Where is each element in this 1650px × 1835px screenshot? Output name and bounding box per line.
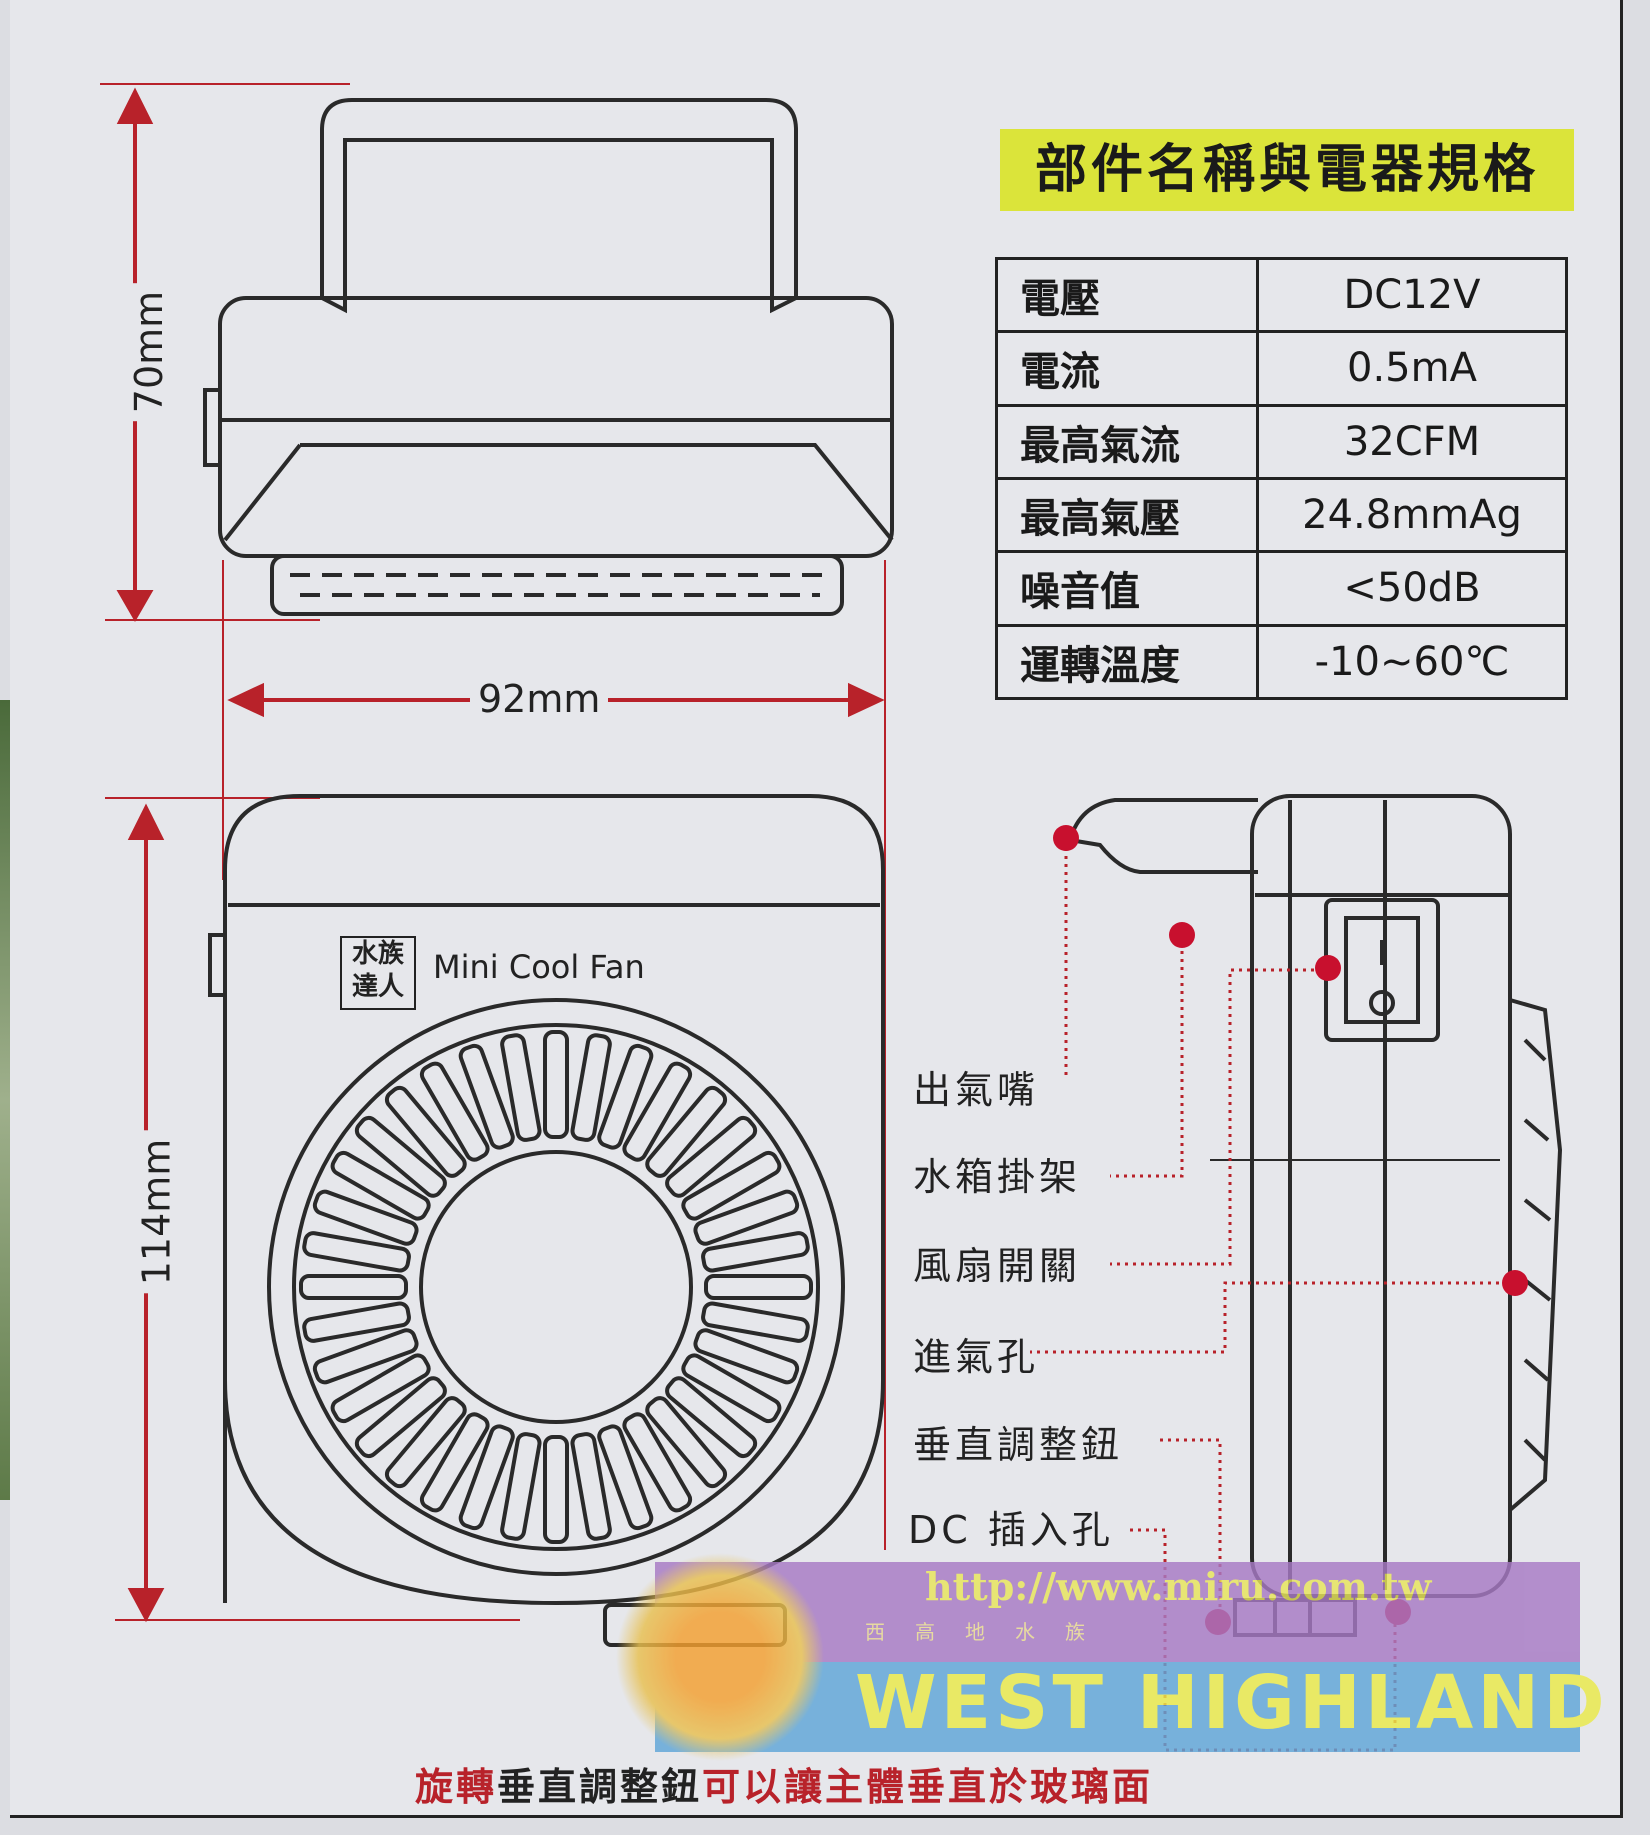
spec-label: 最高氣流 xyxy=(995,403,1259,480)
product-name: Mini Cool Fan xyxy=(433,948,645,986)
fan-blade xyxy=(354,1376,447,1459)
fan-blade xyxy=(330,1150,431,1221)
part-label-dc-port: DC 插入孔 xyxy=(908,1508,1114,1552)
footer-red-1: 旋轉 xyxy=(415,1765,498,1809)
fan-blade xyxy=(701,1301,810,1343)
fan-blade xyxy=(704,1274,813,1300)
side-intake-grille xyxy=(1508,998,1563,1512)
spec-title: 部件名稱與電器規格 xyxy=(1000,129,1574,211)
watermark-name: WEST HIGHLAND xyxy=(855,1660,1609,1746)
dim-width: 92mm xyxy=(470,677,609,721)
spec-label: 電流 xyxy=(995,330,1259,407)
side-view xyxy=(1067,794,1563,1637)
fan-blade xyxy=(645,1085,728,1178)
fan-blade xyxy=(500,1432,542,1541)
fan-blade xyxy=(354,1115,447,1198)
front-body xyxy=(223,794,885,1606)
fan-blade xyxy=(458,1424,515,1531)
footer-red-2: 可以讓主體垂直於玻璃面 xyxy=(702,1765,1154,1809)
fan-blade xyxy=(597,1424,654,1531)
dimension-lines xyxy=(100,83,886,1623)
fan-blade xyxy=(570,1033,612,1142)
part-label-fan-switch: 風扇開關 xyxy=(913,1244,1082,1288)
fan-blade xyxy=(384,1085,467,1178)
spec-value: <50dB xyxy=(1256,550,1568,627)
fan-blade xyxy=(645,1396,728,1489)
fan-blades xyxy=(299,1030,813,1544)
fan-blade xyxy=(312,1328,419,1385)
fan-blade xyxy=(681,1353,782,1424)
fan-blade xyxy=(597,1043,654,1150)
footer-caption: 旋轉垂直調整鈕可以讓主體垂直於玻璃面 xyxy=(415,1765,1153,1809)
fan-blade xyxy=(500,1033,542,1142)
fan-hub xyxy=(419,1150,693,1424)
spec-value: 0.5mA xyxy=(1256,330,1568,407)
watermark: http://www.miru.com.tw 西高地水族 WEST HIGHLA… xyxy=(615,1552,1605,1762)
fan-blade xyxy=(543,1435,569,1544)
footer-black: 垂直調整鈕 xyxy=(497,1765,703,1809)
fan-blade xyxy=(693,1189,800,1246)
fan-blade xyxy=(302,1301,411,1343)
table-row: 噪音值<50dB xyxy=(995,550,1568,627)
part-label-vertical-knob: 垂直調整鈕 xyxy=(913,1423,1124,1467)
top-grille xyxy=(270,554,844,616)
fan-blade xyxy=(665,1115,758,1198)
handle-outline xyxy=(320,98,798,298)
spec-value: -10~60℃ xyxy=(1256,623,1568,701)
fan-blade xyxy=(299,1274,408,1300)
clownfish-logo-icon xyxy=(615,1552,825,1762)
air-nozzle xyxy=(1067,798,1258,874)
spec-value: 32CFM xyxy=(1256,403,1568,480)
spec-label: 最高氣壓 xyxy=(995,476,1259,554)
dim-height-front: 114mm xyxy=(134,1130,179,1294)
fan-blade xyxy=(302,1231,411,1273)
fan-blade xyxy=(570,1432,612,1541)
spec-label: 運轉溫度 xyxy=(995,623,1259,701)
fan-switch xyxy=(1324,898,1440,1042)
spec-value: 24.8mmAg xyxy=(1256,476,1568,554)
top-body xyxy=(218,296,894,558)
fan-outer-ring xyxy=(267,998,845,1576)
spec-label: 噪音值 xyxy=(995,550,1259,627)
table-row: 運轉溫度-10~60℃ xyxy=(995,623,1568,701)
fan-blade xyxy=(693,1328,800,1385)
part-label-tank-hanger: 水箱掛架 xyxy=(913,1155,1082,1199)
part-label-nozzle: 出氣嘴 xyxy=(913,1068,1040,1112)
fan-blade xyxy=(312,1189,419,1246)
fan-blade xyxy=(419,1412,490,1513)
fan-blade xyxy=(543,1030,569,1139)
fan-blade xyxy=(622,1412,693,1513)
watermark-subtitle: 西高地水族 xyxy=(865,1620,1115,1644)
fan-blade xyxy=(419,1061,490,1162)
brand-logo: 水族達人 xyxy=(340,936,416,1010)
dim-height-top: 70mm xyxy=(127,282,172,422)
fan-blade xyxy=(665,1376,758,1459)
fan-blade xyxy=(681,1150,782,1221)
fan-blade xyxy=(458,1043,515,1150)
fan-blade xyxy=(384,1396,467,1489)
spec-value: DC12V xyxy=(1256,256,1568,334)
fan-blade xyxy=(330,1353,431,1424)
fan-blade xyxy=(622,1061,693,1162)
front-view xyxy=(208,794,885,1647)
spec-label: 電壓 xyxy=(995,256,1259,334)
part-label-air-intake: 進氣孔 xyxy=(913,1335,1040,1379)
top-view xyxy=(203,98,894,616)
watermark-url: http://www.miru.com.tw xyxy=(925,1564,1432,1609)
fan-blade xyxy=(701,1231,810,1273)
